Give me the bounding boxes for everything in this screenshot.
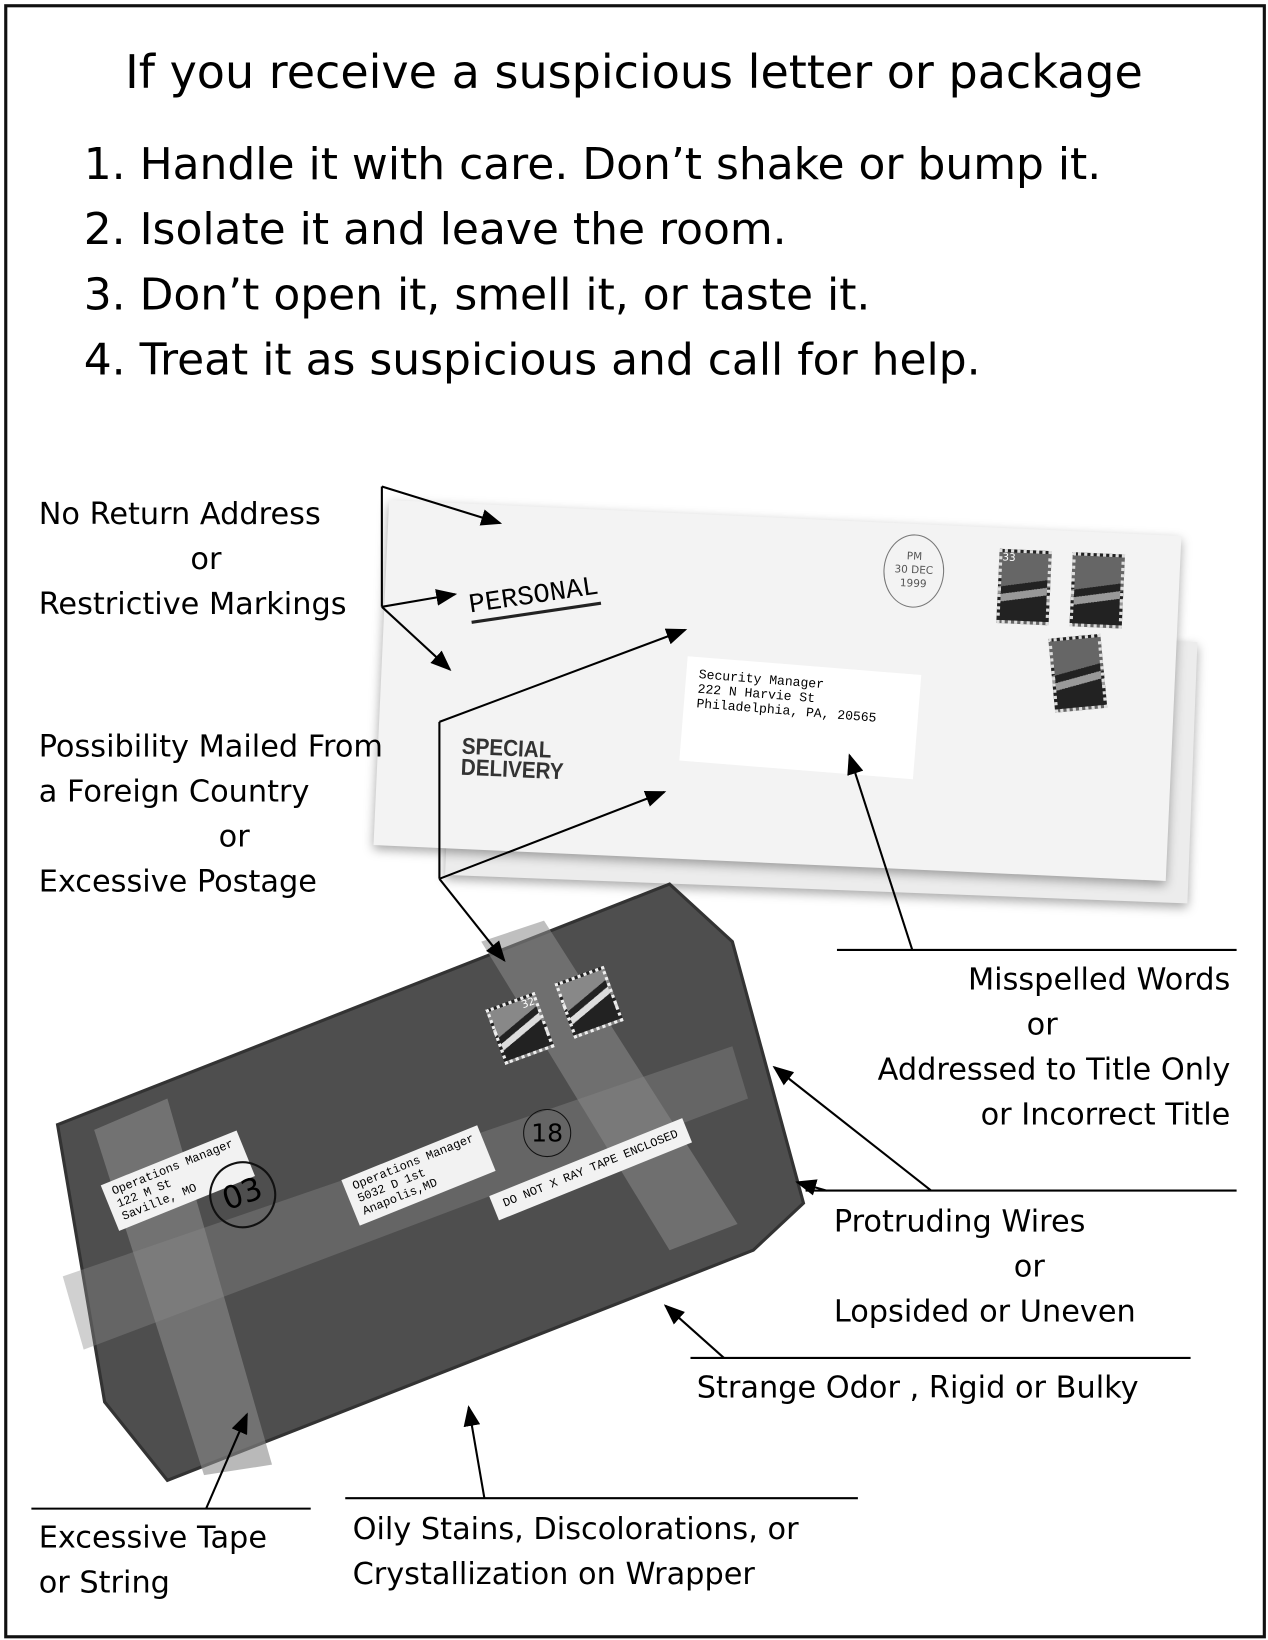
label-wires: Protruding Wires or Lopsided or Uneven xyxy=(834,1199,1136,1334)
label-line: Lopsided or Uneven xyxy=(833,1293,1136,1329)
label-line: Possibility Mailed From xyxy=(38,728,383,764)
label-odor: Strange Odor , Rigid or Bulky xyxy=(696,1369,1139,1406)
poster-title: If you receive a suspicious letter or pa… xyxy=(125,46,1143,100)
label-stains: Oily Stains, Discolorations, or Crystall… xyxy=(353,1507,799,1597)
label-tape: Excessive Tape or String xyxy=(39,1515,267,1605)
label-line: or xyxy=(190,540,222,577)
label-line: Addressed to Title Only xyxy=(877,1051,1231,1088)
step-2: 2. Isolate it and leave the room. xyxy=(83,202,787,255)
poster-border xyxy=(4,4,1266,1639)
label-misspelled: Misspelled Words or Addressed to Title O… xyxy=(878,957,1231,1137)
label-line: Oily Stains, Discolorations, or xyxy=(352,1510,799,1547)
step-4: 4. Treat it as suspicious and call for h… xyxy=(83,333,981,386)
label-line: or Incorrect Title xyxy=(980,1096,1231,1132)
label-line: Excessive Postage xyxy=(38,863,317,899)
label-foreign: Possibility Mailed From a Foreign Countr… xyxy=(39,724,383,904)
label-line: Excessive Tape xyxy=(38,1519,267,1555)
step-1: 1. Handle it with care. Don’t shake or b… xyxy=(83,138,1102,190)
label-return-address: No Return Address or Restrictive Marking… xyxy=(39,492,347,627)
label-line: No Return Address xyxy=(38,495,321,532)
step-3: 3. Don’t open it, smell it, or taste it. xyxy=(83,268,871,321)
label-line: or xyxy=(1026,1006,1058,1043)
label-line: Misspelled Words xyxy=(967,961,1231,998)
label-line: Protruding Wires xyxy=(833,1203,1086,1239)
label-line: or String xyxy=(38,1564,170,1600)
label-line: Crystallization on Wrapper xyxy=(352,1555,755,1592)
label-line: a Foreign Country xyxy=(38,773,310,809)
label-line: or xyxy=(218,818,250,854)
label-line: or xyxy=(1013,1248,1045,1284)
circled-number-18: 18 xyxy=(523,1108,572,1158)
label-line: Restrictive Markings xyxy=(38,585,347,622)
